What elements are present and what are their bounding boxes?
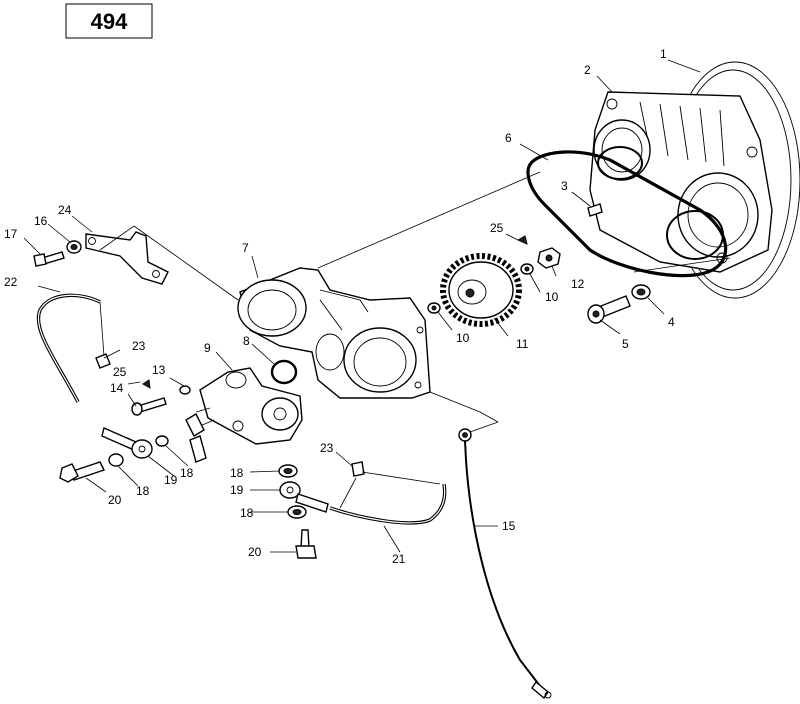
callout-5: 5 — [622, 337, 629, 351]
part-10-washer-lower — [427, 302, 441, 314]
part-4-washer — [631, 284, 651, 300]
part-19-banjo-fitting-lower — [279, 481, 329, 513]
part-24-bracket — [85, 231, 169, 285]
part-7-intake-manifold — [237, 267, 431, 399]
part-20-banjo-bolt-lower — [295, 529, 317, 559]
callout-22: 22 — [4, 275, 18, 289]
part-12-nut — [537, 247, 561, 269]
callout-20-b: 20 — [248, 545, 262, 559]
callout-8: 8 — [243, 334, 250, 348]
part-23-clamp-lower — [351, 461, 365, 477]
callout-24: 24 — [58, 203, 72, 217]
callout-18-a: 18 — [180, 466, 194, 480]
part-18-washer-c — [278, 464, 298, 478]
callout-25-a: 25 — [490, 221, 504, 235]
part-20-banjo-bolt-left — [59, 461, 105, 483]
callout-9: 9 — [204, 341, 211, 355]
part-2-valve-housing — [589, 91, 773, 273]
part-10-washer-upper — [520, 263, 534, 275]
part-23-clamp-upper — [95, 353, 111, 369]
part-25-key-lower — [142, 379, 151, 389]
callout-15: 15 — [502, 519, 516, 533]
part-18-washer-a — [155, 435, 169, 447]
callout-labels: 1 2 3 4 5 6 7 8 9 10 10 11 12 13 14 15 1… — [4, 47, 675, 566]
callout-2: 2 — [584, 63, 591, 77]
callout-16: 16 — [34, 214, 48, 228]
callout-25-b: 25 — [113, 365, 127, 379]
part-8-o-ring — [270, 359, 298, 385]
callout-18-c: 18 — [230, 466, 244, 480]
callout-18-d: 18 — [240, 506, 254, 520]
part-15-ground-wire — [458, 428, 552, 700]
callout-23-b: 23 — [320, 441, 334, 455]
callout-20-a: 20 — [108, 493, 122, 507]
part-18-washer-d — [287, 505, 307, 519]
callout-1: 1 — [660, 47, 667, 61]
callout-17: 17 — [4, 227, 18, 241]
callout-10-upper: 10 — [545, 290, 559, 304]
page-number: 494 — [91, 9, 128, 34]
part-18-washer-b — [108, 453, 124, 467]
callout-3: 3 — [561, 179, 568, 193]
part-21-oil-line — [329, 483, 447, 525]
callout-4: 4 — [668, 315, 675, 329]
part-14-screw — [131, 397, 167, 416]
part-3-dowel-pin — [587, 203, 603, 217]
callout-14: 14 — [110, 381, 124, 395]
callout-13: 13 — [152, 363, 166, 377]
callout-12: 12 — [571, 277, 585, 291]
part-19-banjo-fitting-left — [101, 427, 153, 459]
callout-6: 6 — [505, 131, 512, 145]
callout-10-lower: 10 — [456, 331, 470, 345]
callout-7: 7 — [242, 241, 249, 255]
part-6-gasket — [526, 146, 728, 278]
callout-11: 11 — [516, 337, 529, 351]
callout-19-b: 19 — [230, 483, 244, 497]
part-16-washer — [66, 240, 82, 254]
callout-23-a: 23 — [132, 339, 146, 353]
part-17-bolt — [33, 251, 65, 267]
callout-19-a: 19 — [164, 473, 178, 487]
page-number-box: 494 — [65, 3, 153, 39]
callout-21: 21 — [392, 552, 406, 566]
part-25-key-upper — [516, 235, 528, 245]
leader-lines — [23, 59, 731, 553]
part-9-oil-pump — [185, 367, 303, 463]
part-5-bolt — [587, 295, 631, 324]
callout-18-b: 18 — [136, 484, 150, 498]
part-22-oil-line — [36, 293, 101, 403]
part-11-gear — [440, 253, 522, 327]
part-13-washer — [179, 385, 191, 395]
